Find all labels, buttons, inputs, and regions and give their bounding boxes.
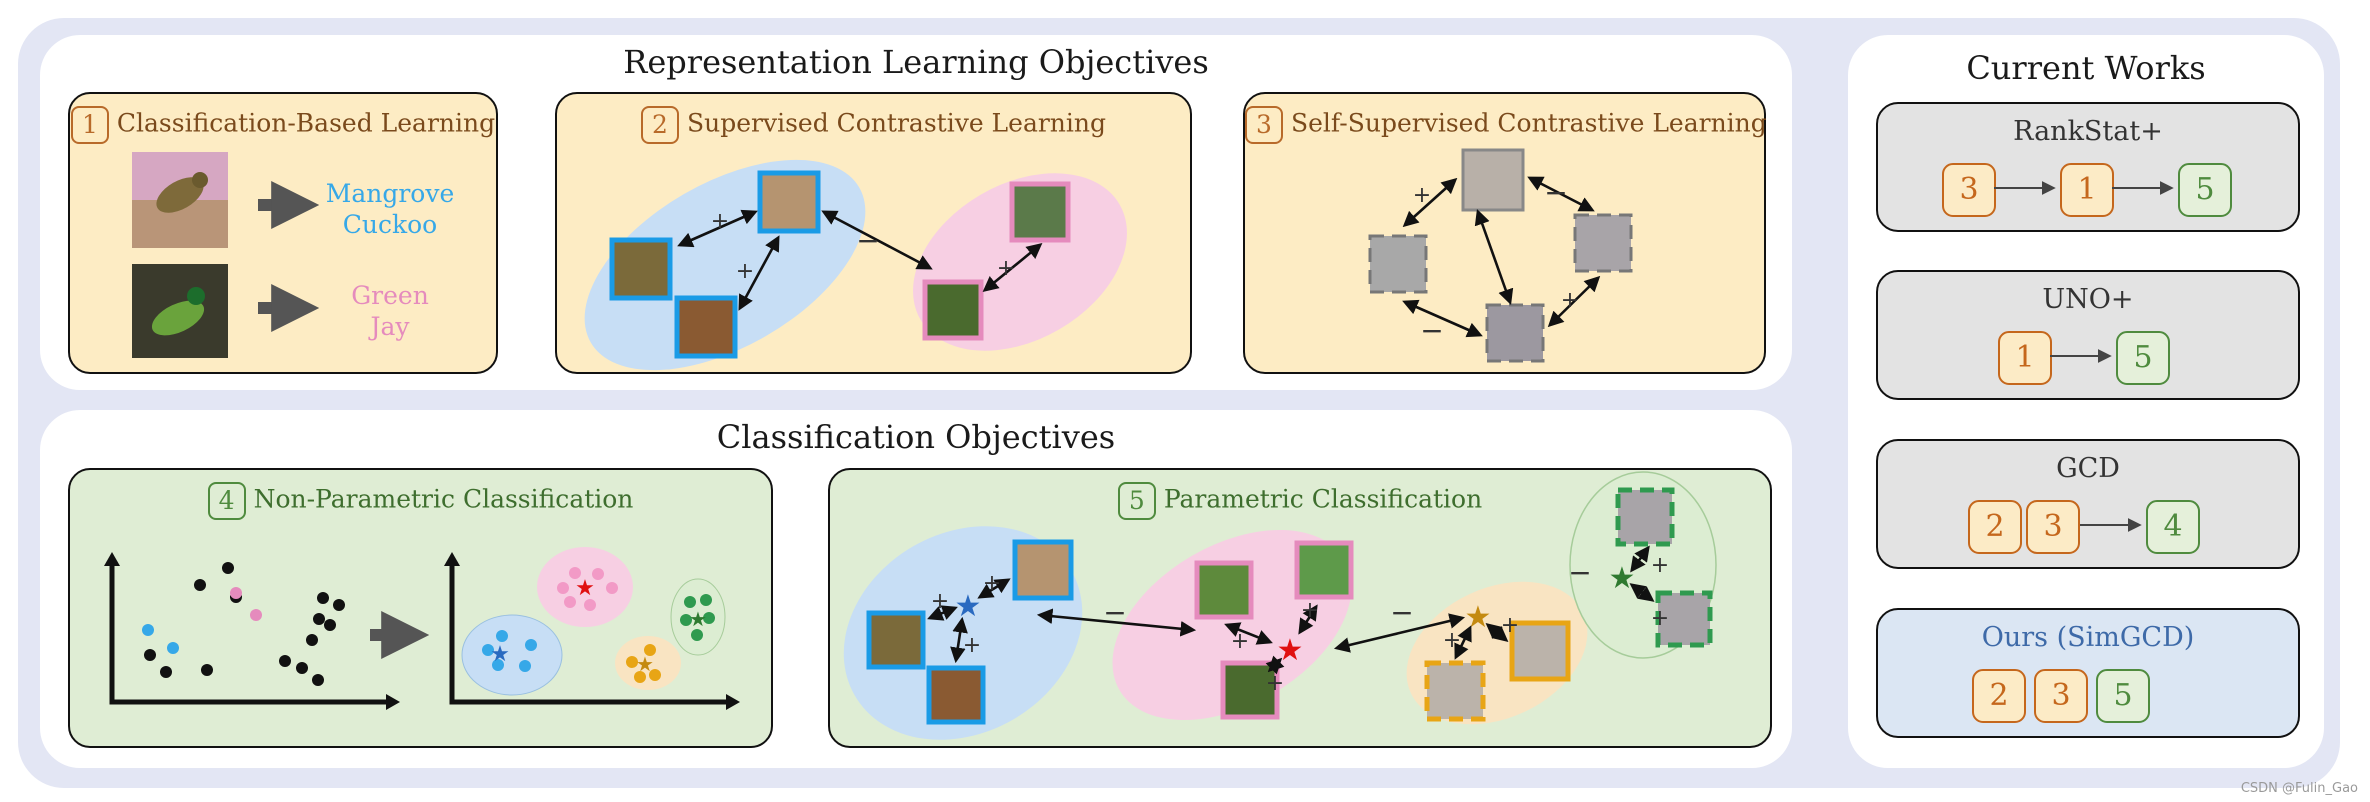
- minus-sign: −: [856, 224, 879, 257]
- method-step-chip: 5: [2178, 163, 2232, 217]
- mangrove-cuckoo-label: Mangrove Cuckoo: [325, 179, 455, 239]
- unclustered-points: [142, 562, 345, 686]
- plus-sign: +: [997, 256, 1015, 281]
- method-box-uno: UNO+ 1 5: [1876, 270, 2300, 400]
- pipeline-arrows: [1994, 181, 2174, 532]
- plus-sign: +: [1651, 553, 1669, 578]
- svg-text:★: ★: [490, 642, 510, 667]
- minus-sign: −: [1568, 556, 1591, 589]
- plus-sign: +: [1301, 598, 1319, 623]
- method-step-chip: 3: [1942, 163, 1996, 217]
- method-name-gcd: GCD: [2056, 453, 2120, 484]
- current-works-title: Current Works: [1966, 49, 2206, 87]
- plus-sign: +: [963, 633, 981, 658]
- bird-thumbnails: [609, 170, 1071, 359]
- box4-number: 4: [207, 482, 246, 520]
- bird-image-cuckoo: [132, 152, 228, 248]
- minus-sign: −: [1544, 176, 1567, 209]
- scatter-axes: [109, 560, 732, 705]
- minus-sign: −: [1390, 596, 1413, 629]
- svg-text:★: ★: [575, 576, 595, 601]
- box3-title-text: Self-Supervised Contrastive Learning: [1291, 108, 1767, 138]
- method-name-rankstat: RankStat+: [2013, 116, 2163, 147]
- plus-sign: +: [1501, 613, 1519, 638]
- plus-sign: +: [1231, 629, 1249, 654]
- method-box-gcd: GCD 2 3 4: [1876, 439, 2300, 569]
- box5-title-text: Parametric Classification: [1163, 484, 1483, 514]
- svg-text:★: ★: [689, 607, 707, 631]
- minus-sign: −: [1420, 314, 1443, 347]
- method-step-chip: 1: [1998, 331, 2052, 385]
- box3-number: 3: [1245, 106, 1283, 144]
- plus-sign: +: [1266, 671, 1284, 696]
- box2-title-text: Supervised Contrastive Learning: [686, 108, 1107, 138]
- class-thumbnails: [866, 487, 1713, 725]
- augmented-views: [1368, 148, 1633, 363]
- representation-title: Representation Learning Objectives: [623, 43, 1209, 81]
- method-step-chip: 3: [2026, 500, 2080, 554]
- method-box-rankstat: RankStat+ 3 1 5: [1876, 102, 2300, 232]
- box3-title: 3 Self-Supervised Contrastive Learning: [1245, 106, 1767, 144]
- parametric-arrows: [927, 545, 1655, 675]
- method-step-chip: 3: [2034, 669, 2088, 723]
- svg-text:★: ★: [636, 652, 654, 676]
- plus-sign: +: [1561, 288, 1579, 313]
- method-name-uno: UNO+: [2042, 284, 2134, 315]
- contrast-signs: + + − + + − − + + + + − + + + − + + − + +: [711, 176, 1669, 696]
- classification-title: Classification Objectives: [716, 418, 1116, 456]
- box1-title-text: Classification-Based Learning: [116, 108, 496, 138]
- plus-sign: +: [983, 571, 1001, 596]
- minus-sign: −: [1103, 596, 1126, 629]
- method-step-chip: 4: [2146, 500, 2200, 554]
- method-step-chip: 1: [2060, 163, 2114, 217]
- svg-text:★: ★: [1609, 561, 1636, 596]
- plus-sign: +: [736, 259, 754, 284]
- plus-sign: +: [1443, 628, 1461, 653]
- method-step-chip: 5: [2096, 669, 2150, 723]
- contrastive-arrows: [677, 209, 1043, 311]
- ssl-arrows: [1402, 176, 1601, 338]
- cluster-blue: [584, 159, 866, 371]
- method-step-chip: 2: [1968, 500, 2022, 554]
- svg-text:★: ★: [955, 589, 982, 624]
- clustered-points: ★ ★ ★ ★: [461, 547, 726, 696]
- arrow-icon: [258, 181, 320, 332]
- box5-number: 5: [1117, 482, 1156, 520]
- bird-image-jay: [132, 264, 228, 358]
- green-jay-label: Green Jay: [351, 281, 429, 341]
- method-step-chip: 5: [2116, 331, 2170, 385]
- plus-sign: +: [1651, 606, 1669, 631]
- box2-number: 2: [640, 106, 679, 144]
- svg-text:★: ★: [1277, 633, 1304, 668]
- box1-number: 1: [70, 106, 109, 144]
- box4-title-text: Non-Parametric Classification: [253, 484, 634, 514]
- watermark: CSDN @Fulin_Gao: [2240, 781, 2358, 796]
- method-box-simgcd: Ours (SimGCD) 2 3 5: [1876, 608, 2300, 738]
- method-step-chip: 2: [1972, 669, 2026, 723]
- plus-sign: +: [931, 589, 949, 614]
- method-name-simgcd: Ours (SimGCD): [1981, 622, 2195, 653]
- plus-sign: +: [1413, 183, 1431, 208]
- plus-sign: +: [711, 209, 729, 234]
